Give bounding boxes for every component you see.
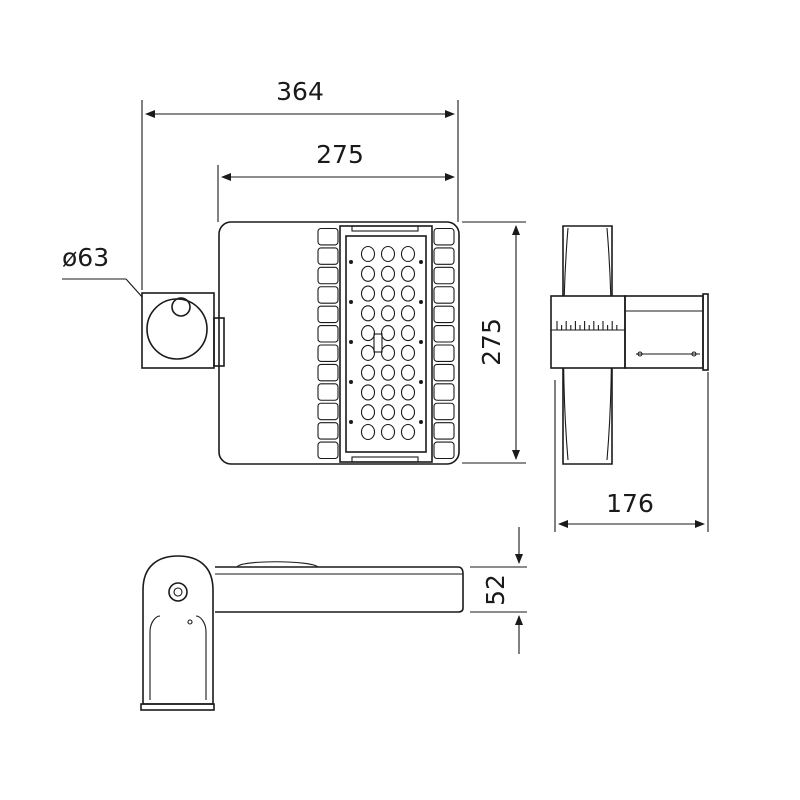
module-screw [419, 340, 423, 344]
led-lens [360, 384, 376, 401]
module-screw [349, 260, 353, 264]
heatsink-fin-left [317, 344, 339, 362]
heatsink-fin-left [317, 325, 339, 343]
dimension-label-overall-width: 364 [276, 77, 324, 106]
module-screw [349, 340, 353, 344]
led-lens [380, 285, 396, 302]
led-lens [400, 404, 416, 421]
module-screw [419, 300, 423, 304]
housing-outline [218, 221, 460, 465]
heatsink-fin-left [317, 305, 339, 324]
led-lens [400, 423, 416, 441]
led-lens [380, 245, 396, 263]
heatsink-fin-right [433, 383, 455, 401]
heatsink-fin-right [433, 266, 455, 285]
heatsink-fin-left [317, 247, 339, 265]
dimension-label-body-height: 275 [477, 318, 506, 366]
dimension-label-side-depth: 176 [606, 489, 654, 518]
tilt-scale [556, 321, 618, 330]
module-screw [349, 300, 353, 304]
heatsink-fin-left [317, 383, 339, 401]
heatsink-fin-right [433, 305, 455, 324]
heatsink-fin-left [317, 422, 339, 440]
heatsink-fin-right [433, 286, 455, 304]
led-lens [380, 384, 396, 401]
heatsink-fin-right [433, 247, 455, 265]
module-screw [419, 420, 423, 424]
side-view: 176 [550, 225, 709, 532]
dimension-side-depth: 176 [554, 372, 709, 532]
profile-bracket [140, 555, 215, 711]
heatsink-fin-left [317, 441, 339, 460]
led-lens [380, 325, 396, 342]
led-lens [360, 305, 376, 322]
profile-view: 52 [140, 527, 527, 711]
dimension-label-bracket-diameter: ø63 [62, 243, 109, 272]
led-lens [400, 384, 416, 401]
dimension-overall-width: 364 [141, 77, 459, 290]
led-lens [360, 404, 376, 421]
heatsink-fin-left [317, 363, 339, 382]
heatsink-fin-right [433, 344, 455, 362]
heatsink-fin-right [433, 363, 455, 382]
dimension-body-width: 275 [217, 140, 455, 222]
heatsink-fin-right [433, 325, 455, 343]
led-lens [400, 344, 416, 361]
led-lens [360, 245, 376, 263]
dimension-label-profile-height: 52 [481, 574, 510, 606]
led-lens [360, 344, 376, 361]
led-module [317, 225, 455, 463]
module-screw [419, 260, 423, 264]
module-screw [419, 380, 423, 384]
profile-housing [215, 561, 464, 613]
led-lens [400, 285, 416, 302]
heatsink-fin-left [317, 266, 339, 285]
led-lens [380, 305, 396, 322]
led-lens [360, 285, 376, 302]
led-lens [400, 245, 416, 263]
heatsink-fin-left [317, 402, 339, 421]
dimension-label-body-width: 275 [316, 140, 364, 169]
led-lens [400, 305, 416, 322]
led-lens [380, 423, 396, 441]
led-lens [360, 364, 376, 381]
module-screw [349, 380, 353, 384]
led-lens [380, 404, 396, 421]
heatsink-fin-left [317, 227, 339, 246]
led-lens [380, 265, 396, 282]
heatsink-fin-left [317, 286, 339, 304]
led-lens [360, 325, 376, 342]
led-lens [400, 325, 416, 342]
top-view: 364 275 275 ø63 [62, 77, 526, 465]
heatsink-fin-right [433, 422, 455, 440]
dimension-body-height: 275 [462, 221, 526, 464]
heatsink-fin-right [433, 402, 455, 421]
led-lens [380, 364, 396, 381]
led-lens [400, 265, 416, 282]
led-lens [380, 344, 396, 361]
connector [373, 333, 383, 353]
dimension-profile-height: 52 [470, 527, 527, 654]
led-lens [360, 423, 376, 441]
dimension-bracket-diameter: ø63 [62, 243, 153, 309]
led-lens [400, 364, 416, 381]
mounting-bracket [141, 292, 225, 369]
led-lens [360, 265, 376, 282]
pole-adapter [550, 293, 709, 371]
bolt-hole [171, 297, 191, 317]
heatsink-fin-right [433, 227, 455, 246]
module-screw [349, 420, 353, 424]
heatsink-fin-right [433, 441, 455, 460]
